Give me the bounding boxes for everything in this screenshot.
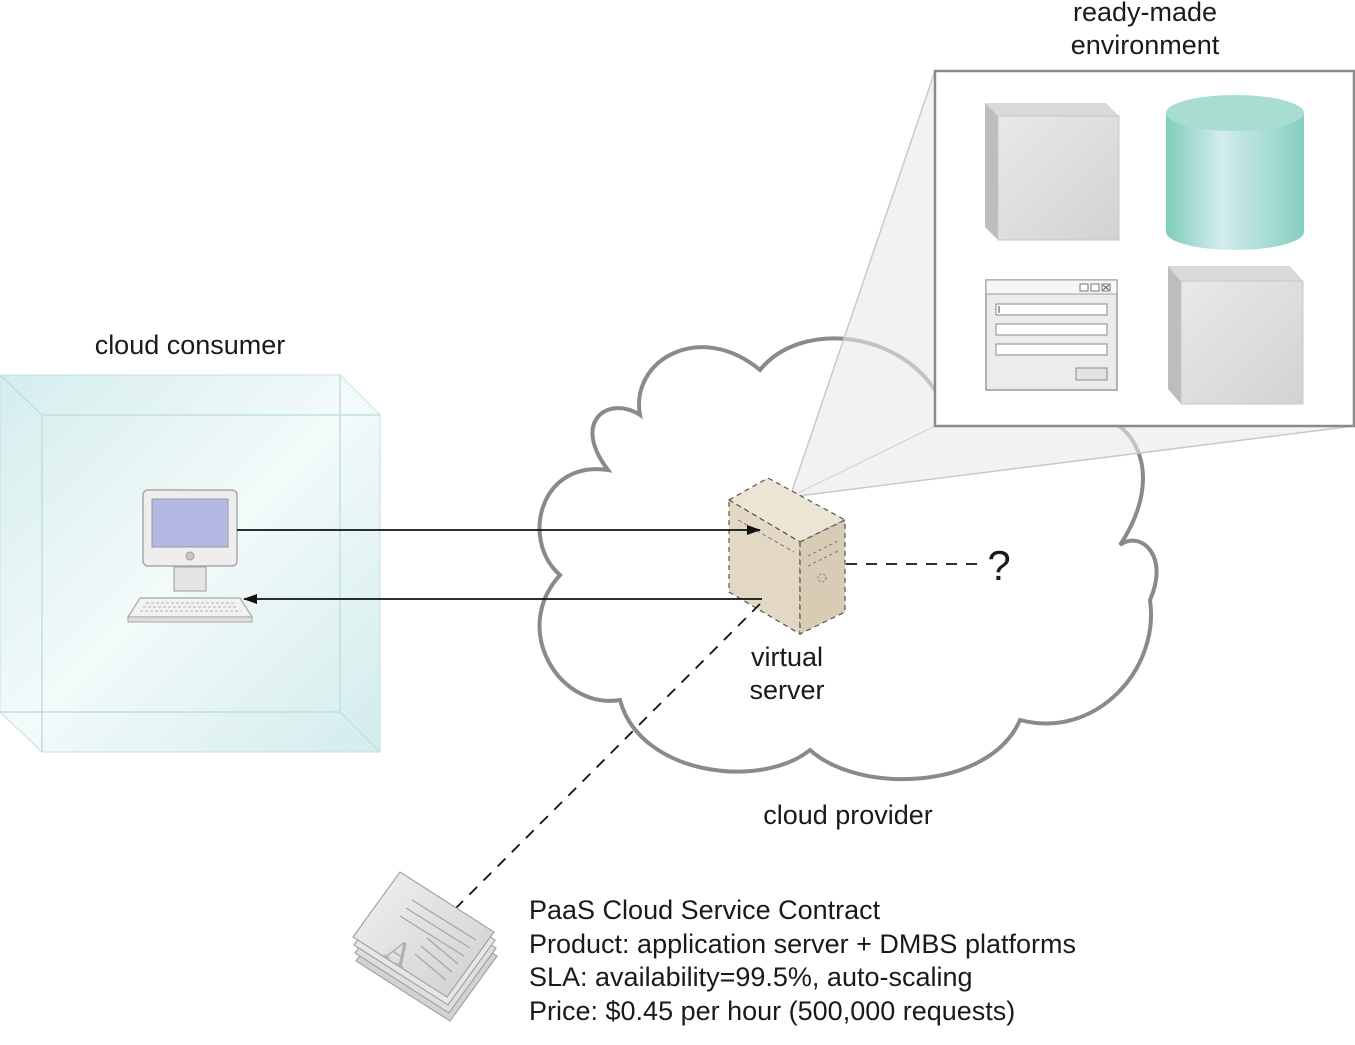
computer-icon bbox=[126, 489, 254, 623]
contract-sla: SLA: availability=99.5%, auto-scaling bbox=[529, 962, 973, 992]
database-icon bbox=[1166, 95, 1304, 250]
ready-made-label-line2: environment bbox=[1071, 30, 1220, 60]
cloud-consumer-label: cloud consumer bbox=[95, 330, 286, 360]
contract-product: Product: application server + DMBS platf… bbox=[529, 929, 1076, 959]
virtual-server-label-line2: server bbox=[749, 675, 824, 705]
cloud-provider-label: cloud provider bbox=[763, 800, 933, 830]
contract-text: PaaS Cloud Service Contract Product: app… bbox=[529, 895, 1076, 1026]
contract-link bbox=[451, 603, 761, 913]
virtual-server-icon bbox=[727, 477, 847, 636]
document-stack-icon: A bbox=[352, 871, 498, 1022]
server-box-icon bbox=[985, 103, 1120, 241]
virtual-server-label-line1: virtual bbox=[751, 642, 823, 672]
ready-made-label-line1: ready-made bbox=[1073, 0, 1217, 27]
contract-title: PaaS Cloud Service Contract bbox=[529, 895, 881, 925]
contract-price: Price: $0.45 per hour (500,000 requests) bbox=[529, 996, 1015, 1026]
unknown-label: ? bbox=[987, 542, 1010, 589]
form-window-icon bbox=[985, 279, 1118, 391]
server-box-icon bbox=[1168, 266, 1304, 405]
ready-made-environment-panel bbox=[933, 69, 1355, 428]
